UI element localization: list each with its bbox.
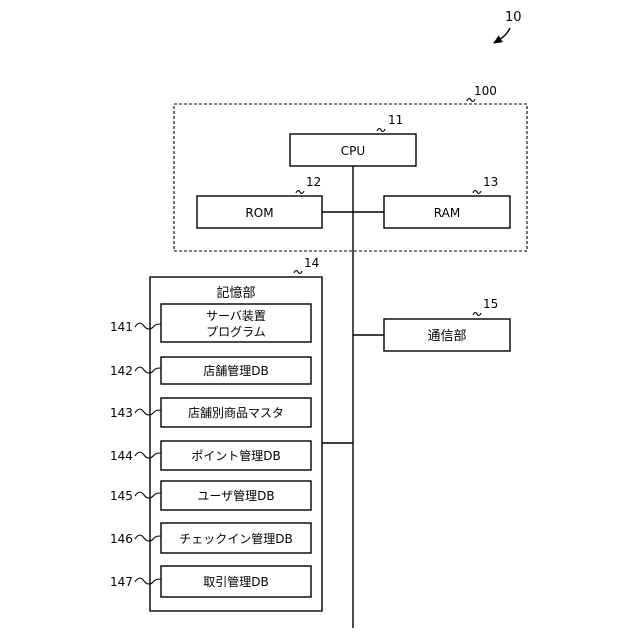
ram-ref-label: 13	[483, 175, 498, 189]
storage-item-ref-label: 141	[110, 320, 133, 334]
storage-item-ref-label: 143	[110, 406, 133, 420]
rom-ref-label: 12	[306, 175, 321, 189]
storage-item: チェックイン管理DB 146	[110, 523, 311, 553]
storage-item: 取引管理DB 147	[110, 566, 311, 597]
rom-label: ROM	[245, 206, 273, 220]
cpu-ref-leader	[377, 129, 385, 132]
storage-item: サーバ装置 プログラム 141	[110, 304, 311, 342]
comm-ref-label: 15	[483, 297, 498, 311]
storage-item-ref-label: 146	[110, 532, 133, 546]
comm-ref-leader	[473, 313, 481, 316]
storage-item: 店舗管理DB 142	[110, 357, 311, 384]
storage-item-label-line: プログラム	[206, 325, 266, 339]
rom-ref-leader	[296, 191, 304, 194]
storage-ref-label: 14	[304, 256, 319, 270]
storage-item-label-line: 店舗別商品マスタ	[188, 405, 284, 420]
storage-item-ref-label: 147	[110, 575, 133, 589]
storage-item-ref-label: 145	[110, 489, 133, 503]
figure-ref-arrow	[494, 28, 510, 43]
ram-label: RAM	[434, 206, 460, 220]
comm-label: 通信部	[427, 329, 466, 344]
storage-item: ポイント管理DB 144	[110, 441, 311, 470]
storage-item-label-line: ポイント管理DB	[191, 448, 280, 463]
storage-item-ref-label: 142	[110, 364, 133, 378]
group-ref-label: 100	[474, 84, 497, 98]
storage-label: 記憶部	[216, 285, 255, 301]
cpu-label: CPU	[341, 144, 365, 158]
storage-item-label-line: チェックイン管理DB	[179, 531, 292, 546]
cpu-ref-label: 11	[388, 113, 403, 127]
storage-item-label-line: 店舗管理DB	[203, 363, 268, 378]
storage-item-label-line: サーバ装置	[206, 309, 266, 323]
storage-item: 店舗別商品マスタ 143	[110, 398, 311, 427]
figure-ref-label: 10	[505, 10, 522, 25]
cpu-group-dashed-box	[174, 104, 527, 251]
storage-item-ref-label: 144	[110, 449, 133, 463]
group-ref-leader	[467, 99, 475, 102]
storage-item: ユーザ管理DB 145	[110, 481, 311, 510]
storage-item-label-line: 取引管理DB	[203, 574, 268, 589]
storage-ref-leader	[294, 271, 302, 274]
ram-ref-leader	[473, 191, 481, 194]
storage-item-label-line: ユーザ管理DB	[197, 488, 274, 503]
